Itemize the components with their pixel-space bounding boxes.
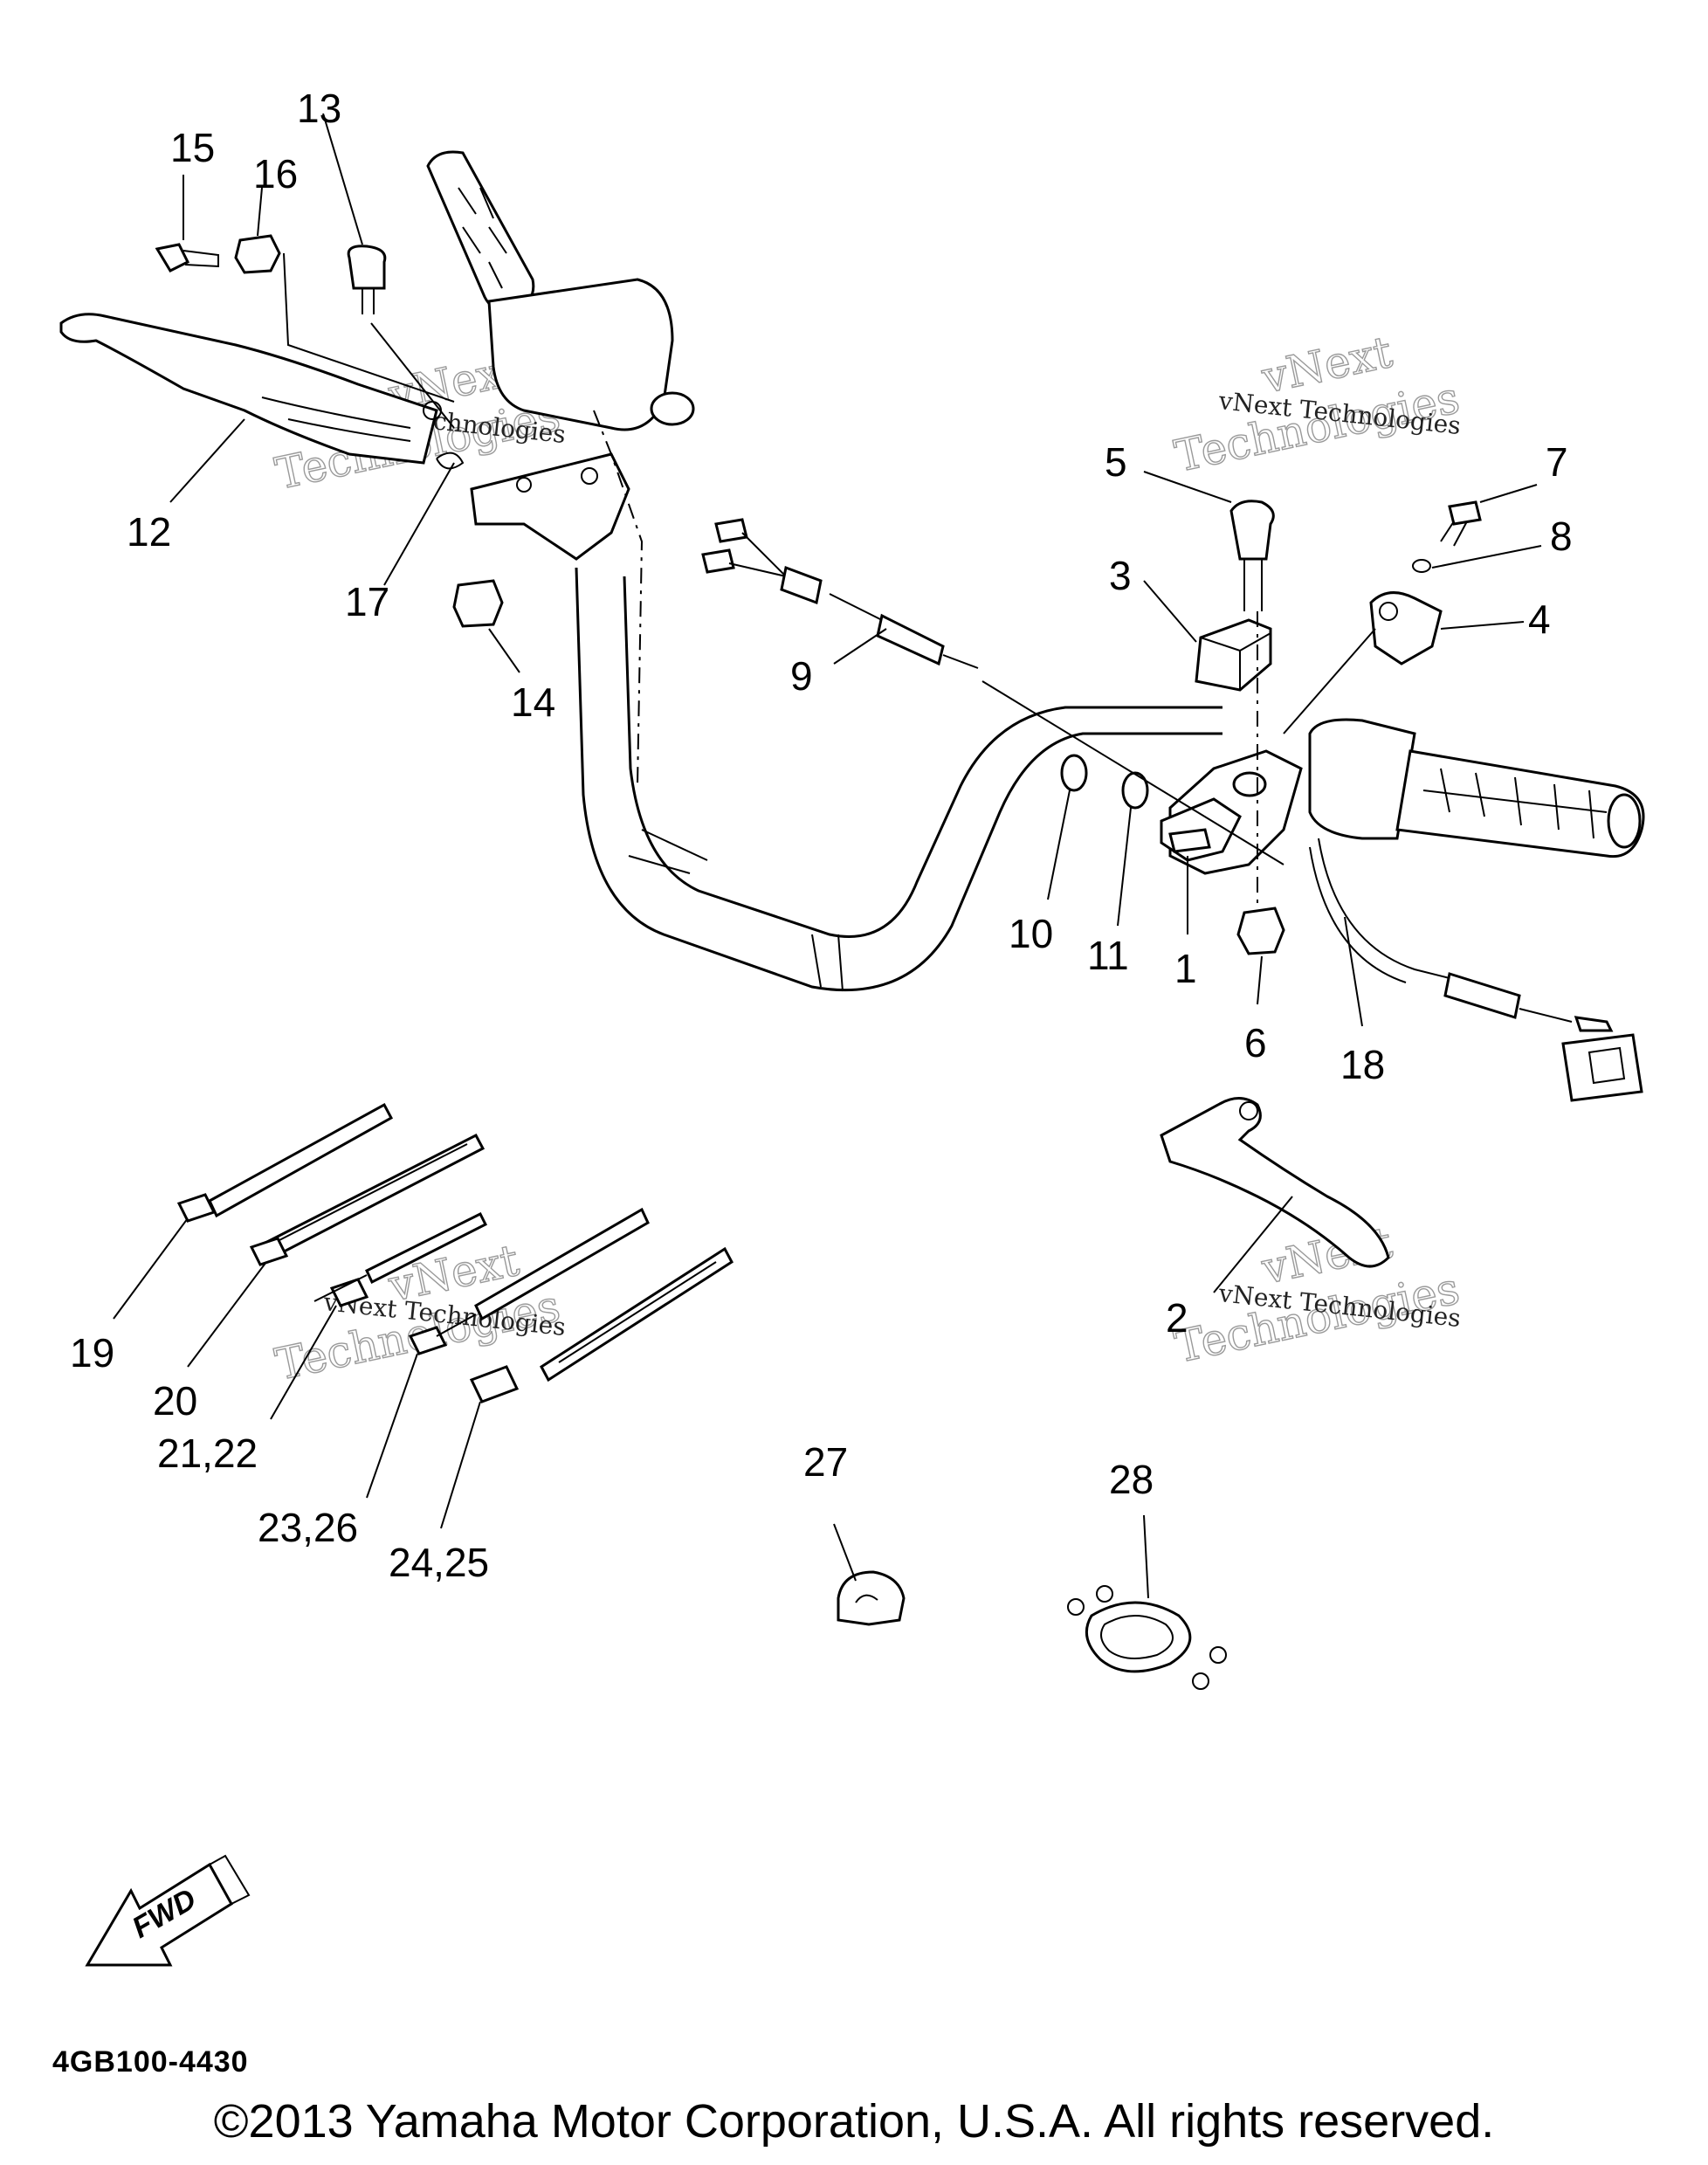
leader-lines bbox=[113, 113, 1542, 1599]
callout-20: 20 bbox=[153, 1378, 197, 1424]
fwd-arrow-icon: FWD bbox=[85, 1854, 251, 1967]
callout-21-22: 21,22 bbox=[157, 1431, 258, 1476]
callout-18: 18 bbox=[1340, 1042, 1385, 1087]
clamp-28 bbox=[1067, 1585, 1227, 1690]
left-brake-lever bbox=[59, 313, 442, 465]
throttle-cable bbox=[701, 518, 979, 669]
callout-17: 17 bbox=[345, 579, 389, 624]
bracket-3 bbox=[1195, 618, 1272, 692]
assembly-centerline-left bbox=[593, 410, 644, 787]
callout-19: 19 bbox=[70, 1330, 114, 1376]
callout-12: 12 bbox=[127, 509, 171, 555]
watermark-mid-right: vNext Technologies vNext Technologies bbox=[1170, 1217, 1464, 1373]
callout-5: 5 bbox=[1105, 439, 1127, 485]
callout-3: 3 bbox=[1109, 553, 1132, 598]
spring-17 bbox=[436, 452, 465, 470]
bolt-13 bbox=[347, 245, 387, 314]
cable-tie-20 bbox=[249, 1133, 486, 1266]
callout-11: 11 bbox=[1087, 933, 1129, 978]
cable-line bbox=[981, 680, 1284, 865]
nut-6 bbox=[1236, 907, 1285, 955]
cable-tie-23-26 bbox=[408, 1207, 650, 1355]
bolt-5 bbox=[1229, 500, 1275, 611]
callout-28: 28 bbox=[1109, 1457, 1154, 1502]
nut-16 bbox=[234, 234, 281, 274]
clamp-4 bbox=[1369, 591, 1443, 665]
callout-6: 6 bbox=[1244, 1020, 1267, 1065]
callout-4: 4 bbox=[1528, 596, 1551, 642]
callout-27: 27 bbox=[803, 1439, 848, 1485]
assembly-line-16 bbox=[283, 252, 455, 403]
callout-23-26: 23,26 bbox=[258, 1505, 358, 1550]
left-grip bbox=[426, 150, 695, 561]
callout-9: 9 bbox=[790, 653, 813, 699]
cable-tie-24-25 bbox=[469, 1246, 733, 1403]
callout-16: 16 bbox=[253, 151, 298, 197]
callout-labels: 13 15 16 12 17 14 5 3 7 8 4 9 10 11 1 6 … bbox=[70, 86, 1573, 1585]
bolt-15 bbox=[155, 243, 219, 272]
callout-13: 13 bbox=[297, 86, 341, 131]
watermark-top-right: vNext Technologies vNext Technologies bbox=[1170, 326, 1464, 482]
callout-15: 15 bbox=[170, 125, 215, 170]
assembly-line-13 bbox=[370, 322, 455, 429]
throttle-housing bbox=[1160, 749, 1303, 875]
collar-11 bbox=[1121, 771, 1149, 810]
copyright-notice: ©2013 Yamaha Motor Corporation, U.S.A. A… bbox=[213, 2095, 1495, 2148]
clamp-1 bbox=[1168, 828, 1211, 853]
right-grip bbox=[1308, 718, 1645, 858]
cable-tie-19 bbox=[176, 1102, 394, 1223]
clamp-27 bbox=[837, 1570, 906, 1626]
callout-10: 10 bbox=[1009, 911, 1053, 956]
right-lever bbox=[1160, 1097, 1390, 1268]
nut-14 bbox=[452, 579, 504, 628]
callout-1: 1 bbox=[1174, 946, 1197, 991]
screw-7 bbox=[1440, 500, 1482, 547]
callout-14: 14 bbox=[511, 679, 555, 725]
callout-7: 7 bbox=[1546, 439, 1568, 485]
callout-24-25: 24,25 bbox=[389, 1540, 489, 1585]
part-code: 4GB100-4430 bbox=[52, 2045, 249, 2079]
callout-8: 8 bbox=[1550, 514, 1573, 559]
switch-lead-18 bbox=[1309, 838, 1643, 1102]
washer-8 bbox=[1412, 559, 1431, 573]
collar-10 bbox=[1060, 754, 1088, 792]
callout-2: 2 bbox=[1166, 1295, 1188, 1341]
handlebar bbox=[575, 567, 1222, 992]
cable-tie-21-22 bbox=[313, 1211, 488, 1307]
